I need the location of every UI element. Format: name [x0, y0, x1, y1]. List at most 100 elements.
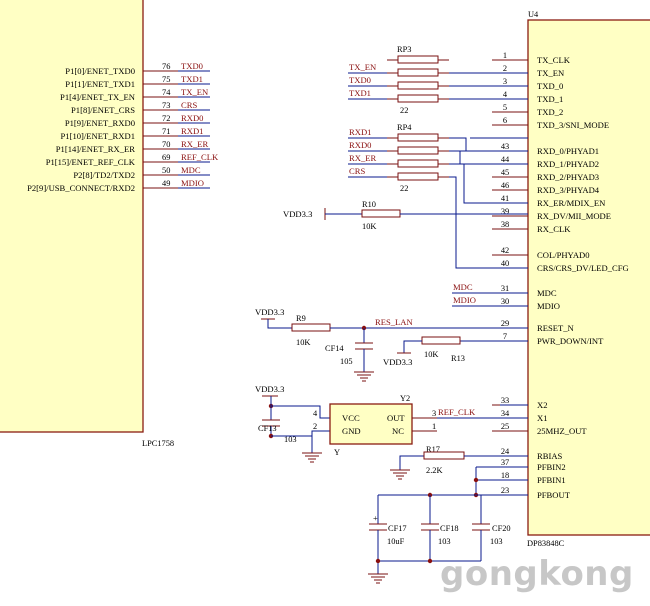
phy-pin-number: 39 — [501, 207, 509, 216]
phy-pin-name: RXD_0/PHYAD1 — [537, 146, 599, 156]
lpc-pin-name: P1[8]/ENET_CRS — [71, 105, 135, 115]
cf18-ref: CF18 — [440, 524, 459, 533]
phy-pin-number: 4 — [503, 90, 508, 99]
cf13-value: 103 — [284, 435, 297, 444]
phy-pin-number: 2 — [503, 64, 507, 73]
r13-body — [421, 336, 461, 345]
phy-pin-name: TXD_2 — [537, 107, 563, 117]
phy-pin-name: RX_DV/MII_MODE — [537, 211, 611, 221]
lpc-pin-number: 49 — [162, 179, 170, 188]
osc-gnd-pin-name: GND — [342, 426, 361, 436]
r17-ground-icon — [390, 469, 410, 480]
r10-supply-label: VDD3.3 — [283, 209, 312, 219]
cf20-value: 103 — [490, 537, 503, 546]
phy-pin-number: 6 — [503, 116, 507, 125]
phy-pin-name: RXD_2/PHYAD3 — [537, 172, 599, 182]
r17-ref: R17 — [426, 445, 440, 454]
rp4-value: 22 — [400, 184, 408, 193]
lpc-net-label: TXD1 — [181, 74, 203, 84]
lpc-pin-number: 69 — [162, 153, 170, 162]
rp3-element-4 — [397, 94, 439, 103]
phy-pin-number: 45 — [501, 168, 509, 177]
osc-pin-1: 1 — [432, 422, 436, 431]
phy-pin-name: TXD_1 — [537, 94, 563, 104]
phy-pin-number: 37 — [501, 458, 509, 467]
phy-pin-number: 29 — [501, 319, 509, 328]
phy-pin-name: PFBIN2 — [537, 462, 566, 472]
u4-ref: U4 — [528, 10, 539, 19]
lpc1758-ref: LPC1758 — [142, 439, 174, 448]
r13-resistor: 10K R13 VDD3.3 — [383, 336, 528, 367]
phy-pin-number: 44 — [501, 155, 510, 164]
cf17-polarity: + — [373, 514, 378, 523]
phy-pin-number: 1 — [503, 51, 507, 60]
cf14-ref: CF14 — [325, 344, 344, 353]
rp3-resistor-pack: RP3 22 TX_EN TXD0 TXD1 — [348, 45, 449, 115]
lpc-pin-name: P2[9]/USB_CONNECT/RXD2 — [27, 183, 135, 193]
lpc-pin-number: 72 — [162, 114, 170, 123]
phy-pin-number: 46 — [501, 181, 509, 190]
phy-pin-name: X2 — [537, 400, 548, 410]
lpc-net-label: RXD0 — [181, 113, 203, 123]
rp3-element-3 — [397, 81, 439, 90]
phy-pin-number: 5 — [503, 103, 507, 112]
rp4-resistor-pack: RP4 22 RXD1 RXD0 RX_ER CRS — [348, 123, 449, 193]
phy-pin-number: 41 — [501, 194, 509, 203]
res-lan-net: RES_LAN — [375, 317, 414, 327]
phy-pin-name: PFBOUT — [537, 490, 571, 500]
osc-vcc-pin-name: VCC — [342, 413, 360, 423]
pfb-ground-icon — [368, 573, 388, 584]
r9-ref: R9 — [296, 314, 306, 323]
r10-body — [361, 209, 401, 218]
lpc-pin-number: 73 — [162, 101, 170, 110]
phy-pin-name: X1 — [537, 413, 548, 423]
osc-pin-4: 4 — [313, 409, 318, 418]
lpc-pin-name: P2[8]/TD2/TXD2 — [73, 170, 135, 180]
rp4-net-rxd1: RXD1 — [349, 127, 371, 137]
osc-y-label: Y — [334, 448, 340, 457]
lpc-pin-name: P1[1]/ENET_TXD1 — [65, 79, 135, 89]
lpc-pin-name: P1[14]/ENET_RX_ER — [56, 144, 136, 154]
phy-net-mdio: MDIO — [453, 295, 476, 305]
phy-pin-number: 3 — [503, 77, 507, 86]
lpc-net-label: CRS — [181, 100, 197, 110]
lpc-net-label: REF_CLK — [181, 152, 219, 162]
phy-pin-number: 38 — [501, 220, 509, 229]
r13-supply-label: VDD3.3 — [383, 357, 412, 367]
cf14-ground-icon — [354, 371, 374, 382]
cf20-ref: CF20 — [492, 524, 511, 533]
r17-body — [423, 451, 465, 460]
osc-out-pin-name: OUT — [387, 413, 405, 423]
r13-value: 10K — [424, 350, 438, 359]
osc-pin-3: 3 — [432, 409, 436, 418]
lpc-net-label: MDC — [181, 165, 201, 175]
lpc-net-label: RX_ER — [181, 139, 208, 149]
gongkong-watermark: gongkong — [440, 554, 634, 594]
phy-net-mdc: MDC — [453, 282, 473, 292]
rp3-value: 22 — [400, 106, 408, 115]
phy-pin-name: COL/PHYAD0 — [537, 250, 590, 260]
phy-pin-name: TXD_3/SNI_MODE — [537, 120, 609, 130]
lpc-pin-number: 76 — [162, 62, 170, 71]
rp3-ref: RP3 — [397, 45, 411, 54]
cf14-value: 105 — [340, 357, 353, 366]
cf13-ref: CF13 — [258, 424, 277, 433]
r17-value: 2.2K — [426, 466, 443, 475]
y2-ref: Y2 — [400, 394, 410, 403]
rp3-net-txd0: TXD0 — [349, 75, 371, 85]
cf18-value: 103 — [438, 537, 451, 546]
r9-value: 10K — [296, 338, 310, 347]
oscillator-body — [329, 403, 413, 445]
ref-clk-net: REF_CLK — [438, 407, 476, 417]
phy-pin-number: 42 — [501, 246, 509, 255]
phy-pin-name: PFBIN1 — [537, 475, 566, 485]
lpc-pin-number: 74 — [162, 88, 171, 97]
rp4-net-rxd0: RXD0 — [349, 140, 371, 150]
rp4-element-2 — [397, 146, 439, 155]
lpc-pin-name: P1[9]/ENET_RXD0 — [65, 118, 135, 128]
phy-pin-name: MDIO — [537, 301, 560, 311]
reset-supply-label: VDD3.3 — [255, 307, 284, 317]
lpc-net-label: RXD1 — [181, 126, 203, 136]
